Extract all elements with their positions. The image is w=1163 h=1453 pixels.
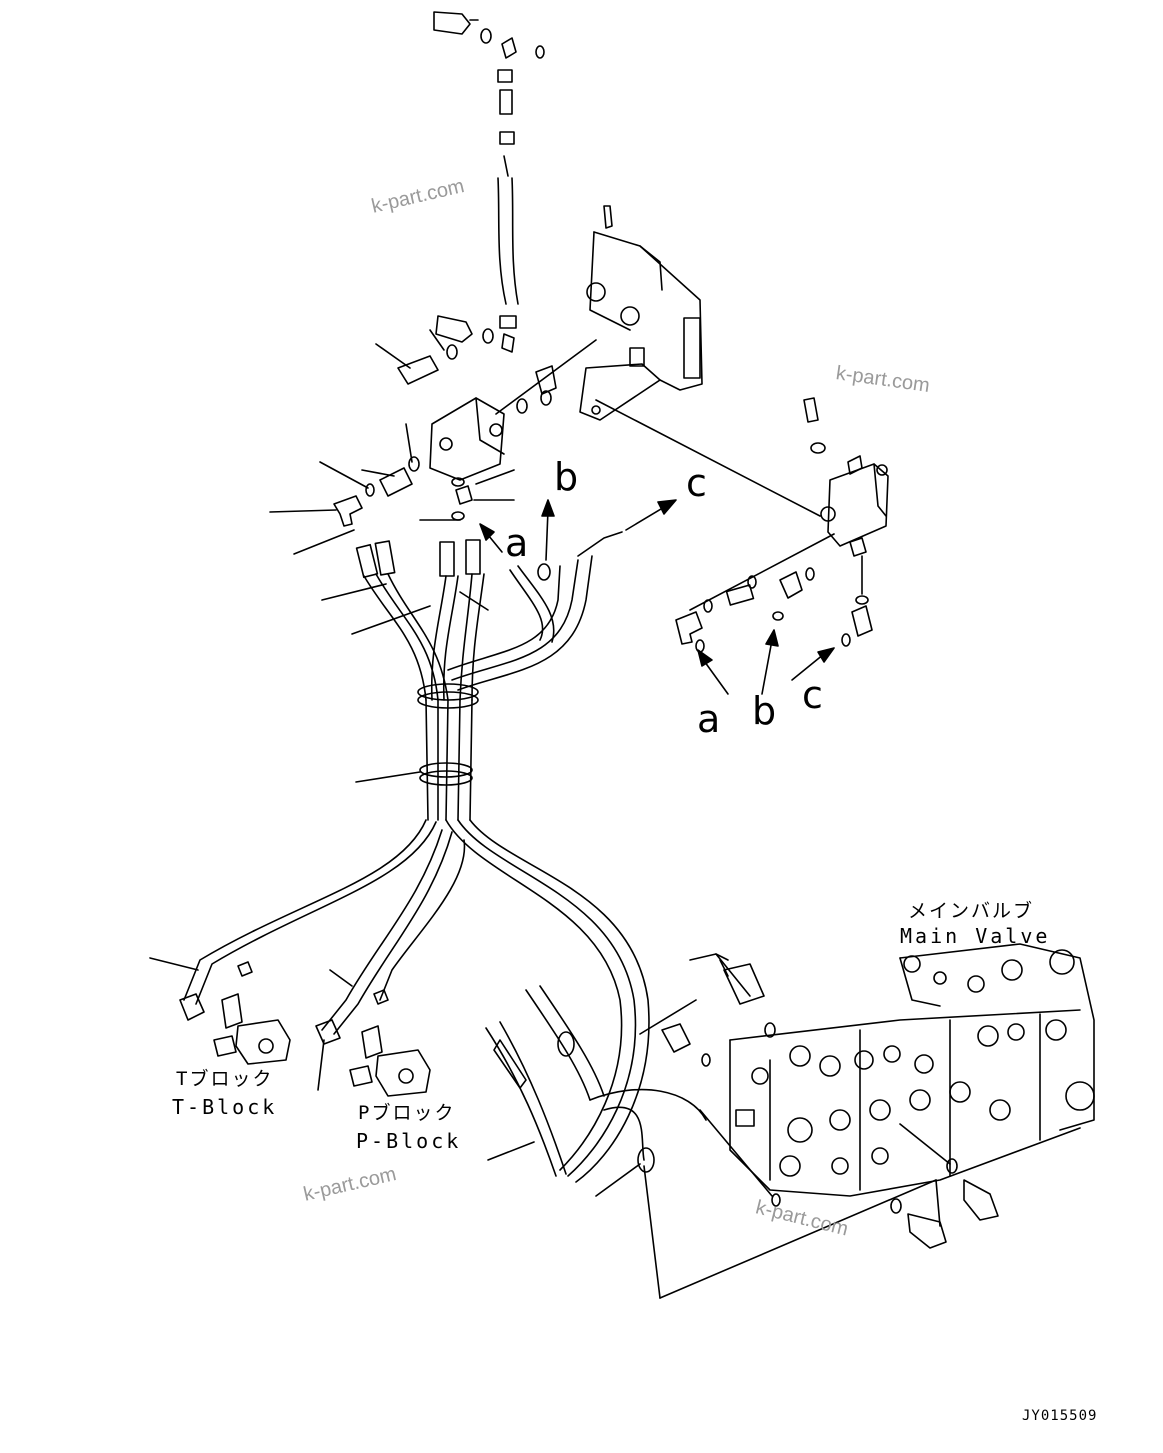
ppc-valve-body [408, 339, 821, 517]
hose-bundle [149, 531, 707, 1197]
main-valve-label-jp: メインバルブ [908, 900, 1035, 922]
callout-b-bottom: b [752, 689, 777, 733]
drawing-code: JY015509 [1022, 1408, 1098, 1424]
callout-a-top: a [505, 521, 529, 565]
top-tube-assembly [433, 11, 545, 353]
callout-c-top: c [686, 461, 707, 505]
t-block-label-jp: Tブロック [176, 1068, 274, 1090]
p-block-fitting [315, 989, 431, 1097]
p-block-label-jp: Pブロック [358, 1102, 456, 1124]
t-block-fitting [179, 961, 291, 1065]
main-valve-label-en: Main Valve [900, 924, 1051, 948]
callout-c-bottom: c [802, 673, 823, 717]
p-block-label-en: P-Block [356, 1129, 462, 1153]
fittings-left [269, 423, 515, 555]
bolt-set-upper [375, 315, 494, 385]
t-block-label-en: T-Block [172, 1095, 278, 1119]
valve-bracket [579, 205, 703, 421]
callout-a-bottom: a [697, 697, 721, 741]
callout-arrows [479, 499, 835, 695]
right-valve-block [675, 397, 889, 653]
main-valve [639, 943, 1095, 1299]
callout-b-top: b [554, 455, 579, 499]
